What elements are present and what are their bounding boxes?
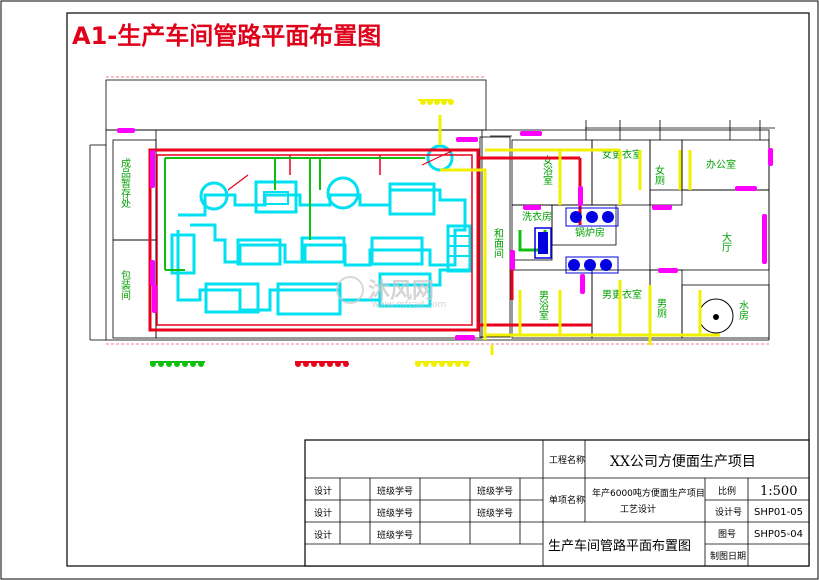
item-label: 单项名称	[549, 494, 585, 506]
scale-label: 比例	[718, 485, 736, 497]
room-labels: 成品暂存处 包装间 和面间 女浴室 女更衣室 女厕 办公室 洗衣房 锅炉房 大厅…	[119, 148, 749, 321]
room-men-change: 男更衣室	[602, 288, 642, 301]
drawing-no-label: 图号	[718, 529, 736, 540]
room-women-bath: 女浴室	[541, 154, 553, 185]
item-name-line1: 年产6000吨方便面生产项目	[592, 487, 705, 499]
design-no-value: SHP01-05	[754, 507, 803, 518]
dimension-lines	[106, 76, 770, 345]
project-label: 工程名称	[549, 454, 585, 466]
row2-role: 设计	[314, 507, 332, 519]
room-office: 办公室	[706, 158, 736, 171]
scale-value: 1:500	[760, 484, 797, 499]
equipment-group	[170, 144, 472, 316]
room-mixing: 和面间	[492, 228, 504, 259]
room-packing: 包装间	[119, 269, 131, 301]
drawing-title: A1-生产车间管路平面布置图	[72, 22, 381, 50]
room-women-toilet: 女厕	[653, 164, 665, 186]
design-no-label: 设计号	[715, 506, 742, 518]
watermark-text: 沐风网	[368, 279, 434, 304]
row1-class2: 班级学号	[477, 485, 513, 497]
row1-class: 班级学号	[377, 485, 413, 497]
date-label: 制图日期	[710, 550, 746, 562]
valve-markers	[117, 128, 773, 340]
room-finished-storage: 成品暂存处	[119, 158, 131, 209]
watermark-url: www.mfcad.com	[372, 300, 446, 310]
room-boiler: 锅炉房	[575, 226, 605, 239]
row3-class: 班级学号	[377, 529, 413, 541]
legend-pipe-markers	[150, 99, 470, 367]
row1-role: 设计	[314, 485, 332, 497]
row2-class2: 班级学号	[477, 507, 513, 519]
room-men-toilet: 男厕	[655, 298, 667, 319]
room-water: 水房	[737, 300, 749, 321]
hot-water-pipe-network	[438, 115, 720, 355]
title-block: 工程名称 XX公司方便面生产项目 单项名称 年产6000吨方便面生产项目 工艺设…	[304, 439, 810, 567]
row2-class: 班级学号	[377, 507, 413, 519]
water-pipe-network	[164, 157, 547, 271]
watermark: 沐风网 www.mfcad.com	[336, 276, 446, 310]
room-wash: 洗衣房	[522, 210, 552, 223]
item-name-line2: 工艺设计	[620, 503, 656, 515]
drawing-title-block: 生产车间管路平面布置图	[548, 538, 691, 554]
boiler-pumps	[534, 207, 619, 274]
room-hall: 大厅	[720, 231, 732, 252]
row3-role: 设计	[314, 529, 332, 541]
room-men-bath: 男浴室	[537, 290, 549, 320]
project-name: XX公司方便面生产项目	[610, 454, 756, 470]
watermark-logo-icon	[336, 276, 364, 304]
water-tank-center	[713, 314, 719, 320]
drawing-no-value: SHP05-04	[754, 529, 803, 540]
